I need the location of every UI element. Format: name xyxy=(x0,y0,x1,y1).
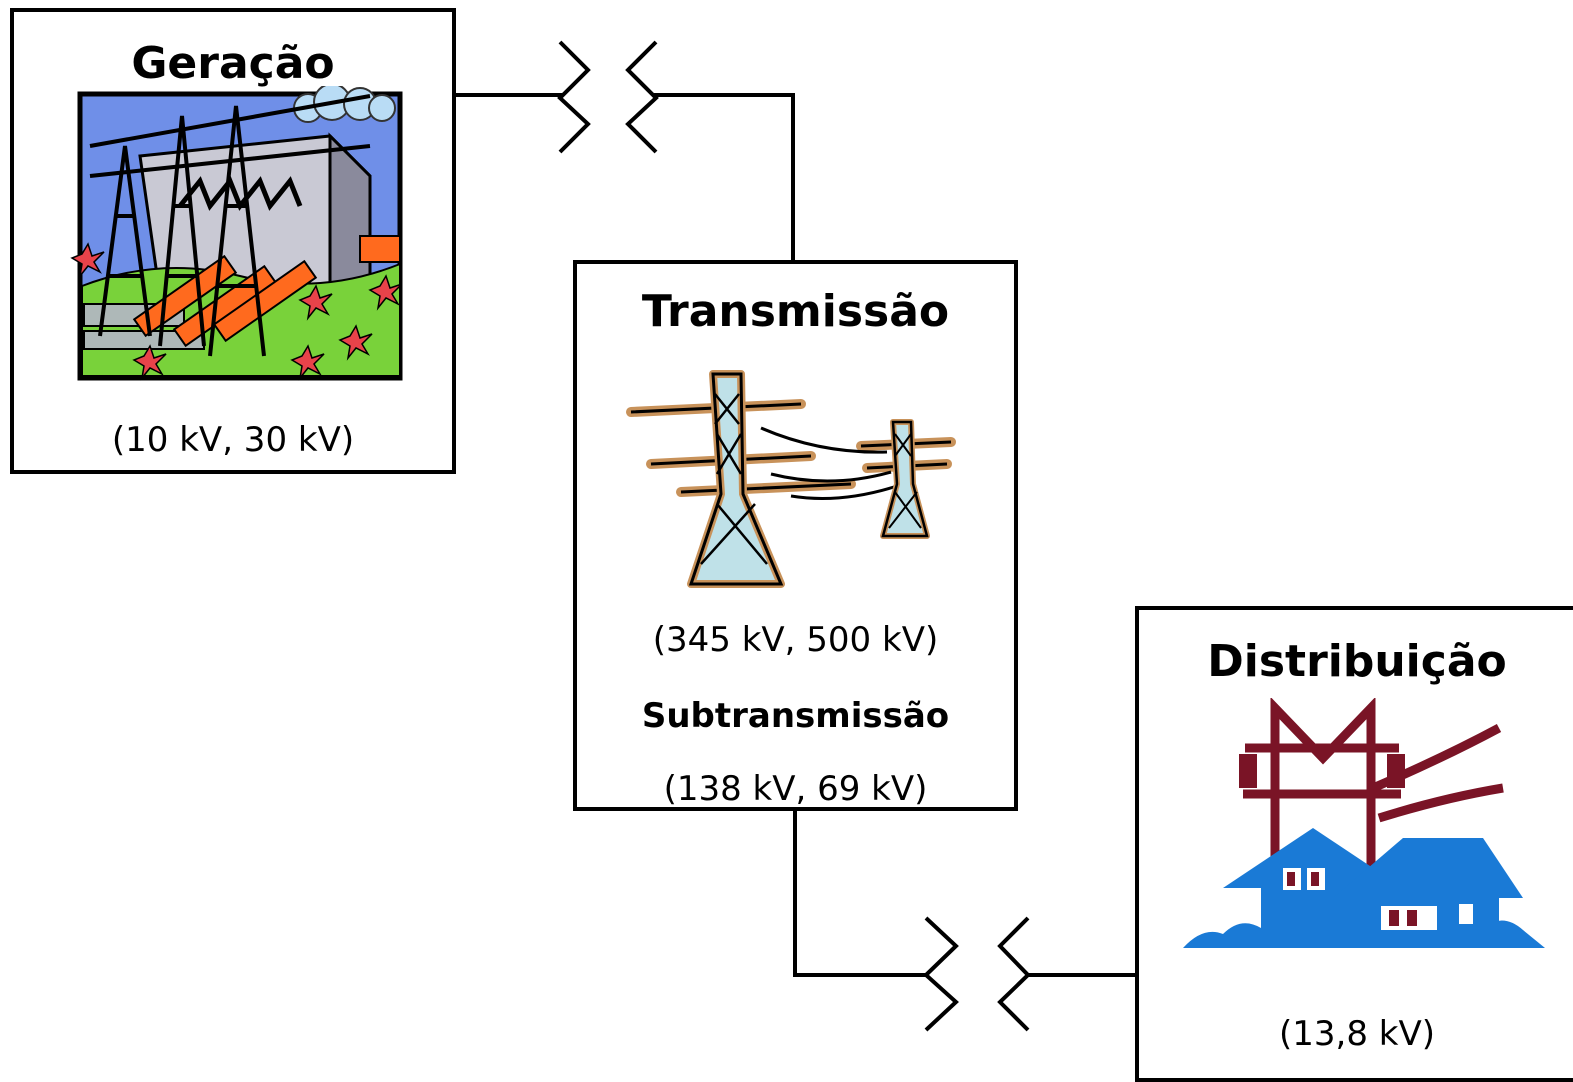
transmission-voltage: (345 kV, 500 kV) xyxy=(652,620,939,660)
transmission-box: Transmissão (345 kV, 500 kV) Subtransmis… xyxy=(573,260,1018,811)
transformer-symbol-1 xyxy=(557,40,659,154)
distribution-box: Distribuição xyxy=(1135,606,1573,1082)
subtransmission-voltage: (138 kV, 69 kV) xyxy=(663,769,928,809)
distribution-voltage: (13,8 kV) xyxy=(1279,1014,1435,1054)
transmission-towers-icon xyxy=(626,370,956,588)
generation-title: Geração xyxy=(131,38,335,89)
transformer-symbol-2 xyxy=(923,916,1031,1032)
subtransmission-title: Subtransmissão xyxy=(641,696,950,736)
generation-box: Geração xyxy=(10,8,456,474)
distribution-house-icon xyxy=(1183,698,1545,948)
line-transformer-transmission xyxy=(654,93,795,262)
power-plant-icon xyxy=(70,86,403,381)
generation-voltage: (10 kV, 30 kV) xyxy=(111,420,355,460)
distribution-title: Distribuição xyxy=(1207,636,1507,687)
line-transmission-transformer xyxy=(793,810,928,977)
transmission-title: Transmissão xyxy=(641,286,950,337)
